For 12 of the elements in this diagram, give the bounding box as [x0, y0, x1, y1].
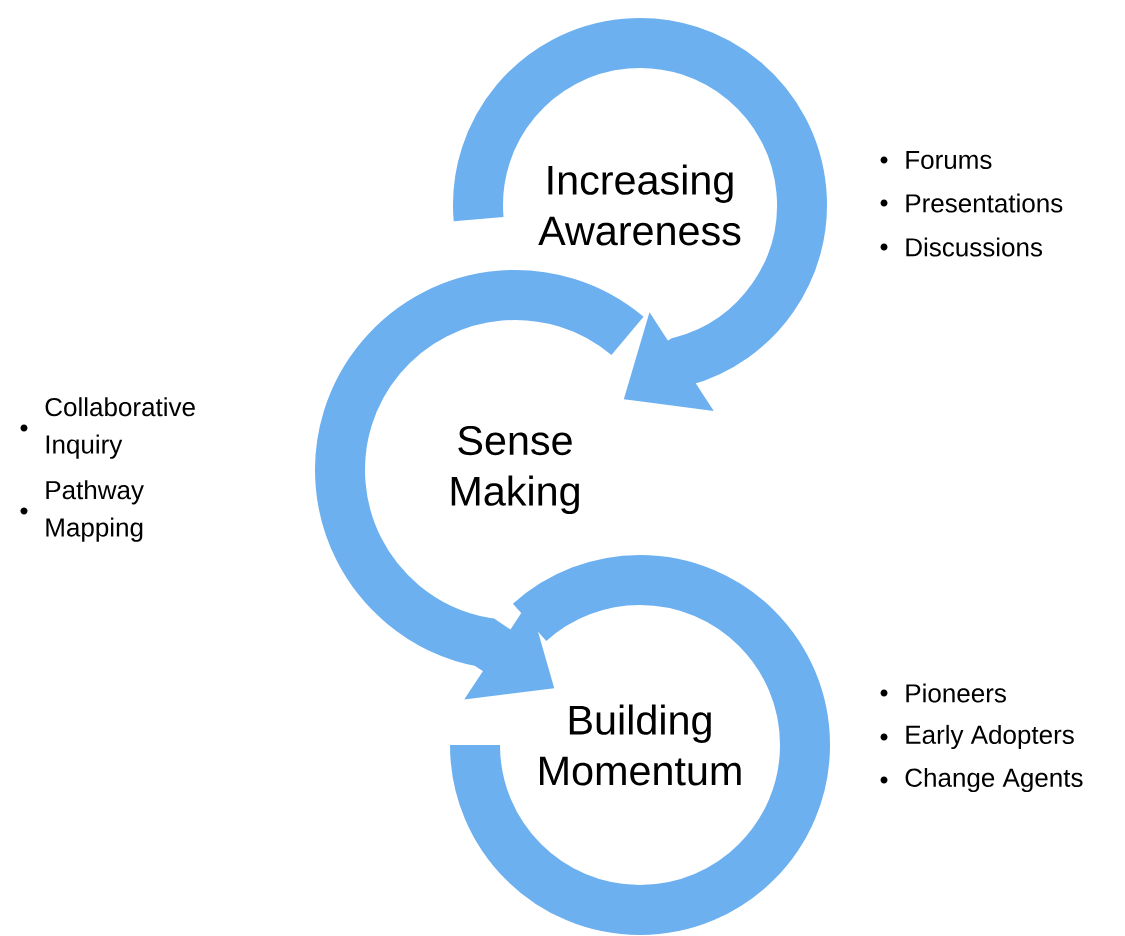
curved-arrow [453, 18, 827, 412]
stage-label: Sense Making [451, 425, 579, 515]
bullet-item: Forums [906, 150, 992, 170]
stage-label: Increasing Awareness [538, 164, 741, 246]
bullet-item: Presentations [906, 193, 1063, 213]
bullet-item: Discussions [906, 237, 1042, 257]
bullet-item: Pioneers [906, 683, 1006, 703]
bullet-item: Collaborative Inquiry [45, 397, 195, 459]
bullet-item: Change Agents [905, 767, 1083, 793]
bullet-item: Early Adopters [906, 724, 1074, 750]
bullet-item: Pathway Mapping [46, 480, 144, 542]
stage-label: Building Momentum [540, 704, 741, 786]
